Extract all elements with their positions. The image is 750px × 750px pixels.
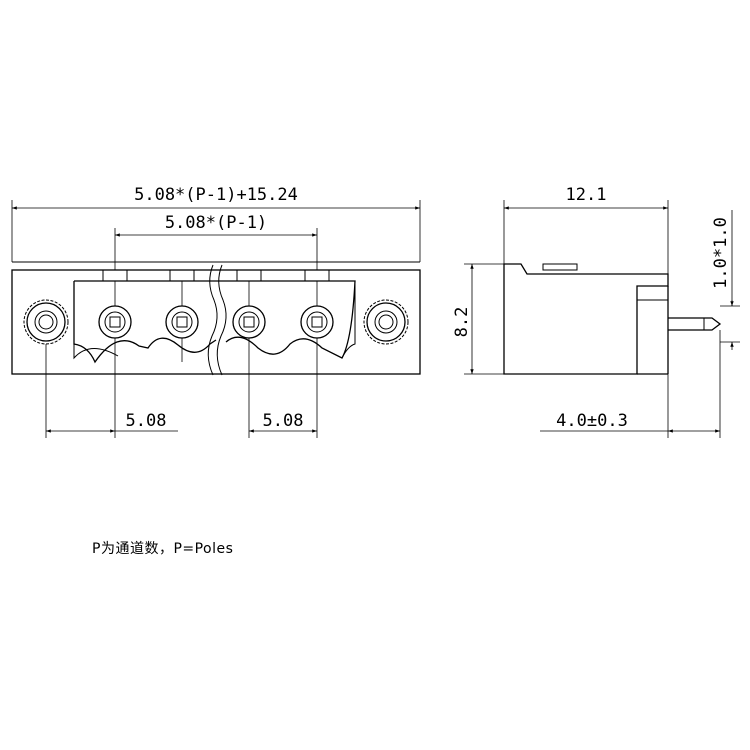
dim-pin-span-label: 5.08*(P-1) (165, 213, 267, 233)
screw-terminal (165, 281, 199, 362)
side-view: 12.1 8.2 1.0*1.0 4.0±0.3 (452, 185, 740, 438)
dim-pitch-right: 5.08 (248, 362, 318, 438)
dim-side-width: 12.1 (503, 185, 669, 274)
dim-pin-offset: 4.0±0.3 (540, 330, 721, 438)
break-line-right (216, 264, 227, 376)
dim-height-label: 8.2 (452, 307, 472, 338)
dim-overall-width: 5.08*(P-1)+15.24 (11, 185, 421, 262)
dim-pitch-left: 5.08 (45, 344, 178, 438)
front-body-outline (11, 269, 421, 375)
dim-pitch-left-label: 5.08 (126, 411, 167, 431)
screw-terminal (300, 281, 334, 362)
dim-pitch-right-label: 5.08 (263, 411, 304, 431)
poles-note: P为通道数，P=Poles (92, 541, 234, 557)
break-line-left (207, 264, 218, 376)
dim-pin-length-label: 1.0*1.0 (711, 217, 731, 289)
dim-pin-offset-label: 4.0±0.3 (556, 411, 628, 431)
pin-tabs (102, 269, 330, 282)
terminal-housing (73, 280, 356, 364)
screw-terminal (232, 281, 266, 362)
mounting-screw-left (23, 299, 69, 345)
mounting-screw-right (363, 299, 409, 345)
front-view: 5.08*(P-1)+15.24 5.08*(P-1) 5.08 5.08 (11, 185, 421, 438)
dim-pin-length: 1.0*1.0 (711, 210, 740, 350)
screw-terminal (98, 281, 132, 362)
side-body-outline (503, 263, 669, 375)
dim-height: 8.2 (452, 263, 504, 375)
screw-terminals (98, 281, 334, 362)
side-pin (668, 317, 722, 331)
dim-side-width-label: 12.1 (566, 185, 607, 205)
dim-overall-width-label: 5.08*(P-1)+15.24 (134, 185, 298, 205)
dim-pin-span: 5.08*(P-1) (114, 213, 318, 270)
